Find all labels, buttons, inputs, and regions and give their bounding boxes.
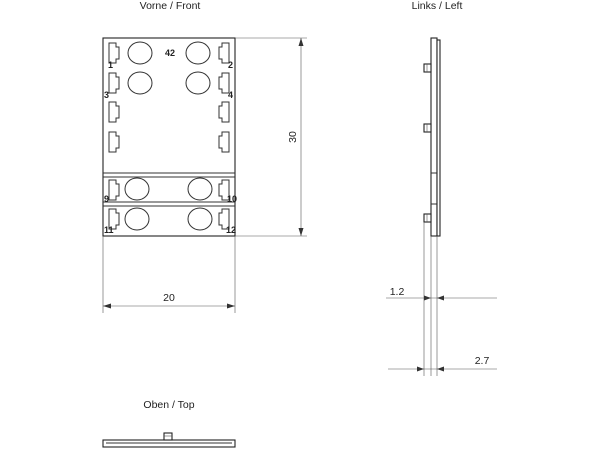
front-view: 1 2 3 4 9 10 11 12 42 20 30: [102, 37, 307, 313]
contact-slot: [108, 72, 120, 94]
contact-hole: [124, 177, 150, 201]
contact-slot: [108, 101, 120, 123]
contact-hole: [124, 207, 150, 231]
contact-slot: [218, 208, 230, 230]
arrowhead: [417, 366, 424, 372]
pin-label: 9: [104, 194, 109, 204]
contact-slot: [218, 72, 230, 94]
contact-slot: [108, 131, 120, 153]
arrowhead: [103, 303, 111, 309]
arrowhead: [437, 366, 444, 372]
pin-label: 3: [104, 90, 109, 100]
arrowhead: [298, 38, 304, 46]
width-dimension-value: 20: [163, 292, 175, 304]
pin-label: 10: [227, 194, 237, 204]
arrowhead: [424, 295, 431, 301]
contact-slot: [108, 179, 120, 201]
pin-label: 42: [165, 48, 175, 58]
side-plate-lip: [436, 39, 441, 237]
front-view-title: Vorne / Front: [140, 0, 201, 12]
contact-hole: [127, 41, 153, 65]
arrowhead: [227, 303, 235, 309]
offset-dimension-value: 1.2: [390, 286, 405, 298]
side-plate-profile: [430, 37, 438, 237]
contact-slot: [108, 42, 120, 64]
contact-slot: [218, 131, 230, 153]
front-plate-outline: [102, 37, 236, 237]
arrowhead: [298, 228, 304, 236]
top-view: [102, 432, 236, 448]
side-pin: [423, 63, 432, 73]
contact-slot: [218, 179, 230, 201]
pin-label: 4: [228, 90, 233, 100]
contact-slot: [108, 208, 120, 230]
left-view-title: Links / Left: [412, 0, 463, 12]
pin-label: 12: [226, 225, 236, 235]
top-pin: [163, 432, 173, 441]
side-pin: [423, 123, 432, 133]
pin-label: 1: [108, 60, 113, 70]
contact-slot: [218, 101, 230, 123]
offset-dimension-value: 2.7: [475, 355, 490, 367]
contact-slot: [218, 42, 230, 64]
contact-hole: [187, 177, 213, 201]
pin-label: 11: [104, 225, 114, 235]
arrowhead: [437, 295, 444, 301]
left-view: 1.2 2.7: [386, 37, 497, 376]
top-view-title: Oben / Top: [143, 399, 194, 411]
contact-hole: [187, 207, 213, 231]
height-dimension-value: 30: [287, 131, 299, 143]
contact-hole: [127, 71, 153, 95]
contact-hole: [185, 41, 211, 65]
side-pin: [423, 213, 432, 223]
contact-hole: [185, 71, 211, 95]
pin-label: 2: [228, 60, 233, 70]
